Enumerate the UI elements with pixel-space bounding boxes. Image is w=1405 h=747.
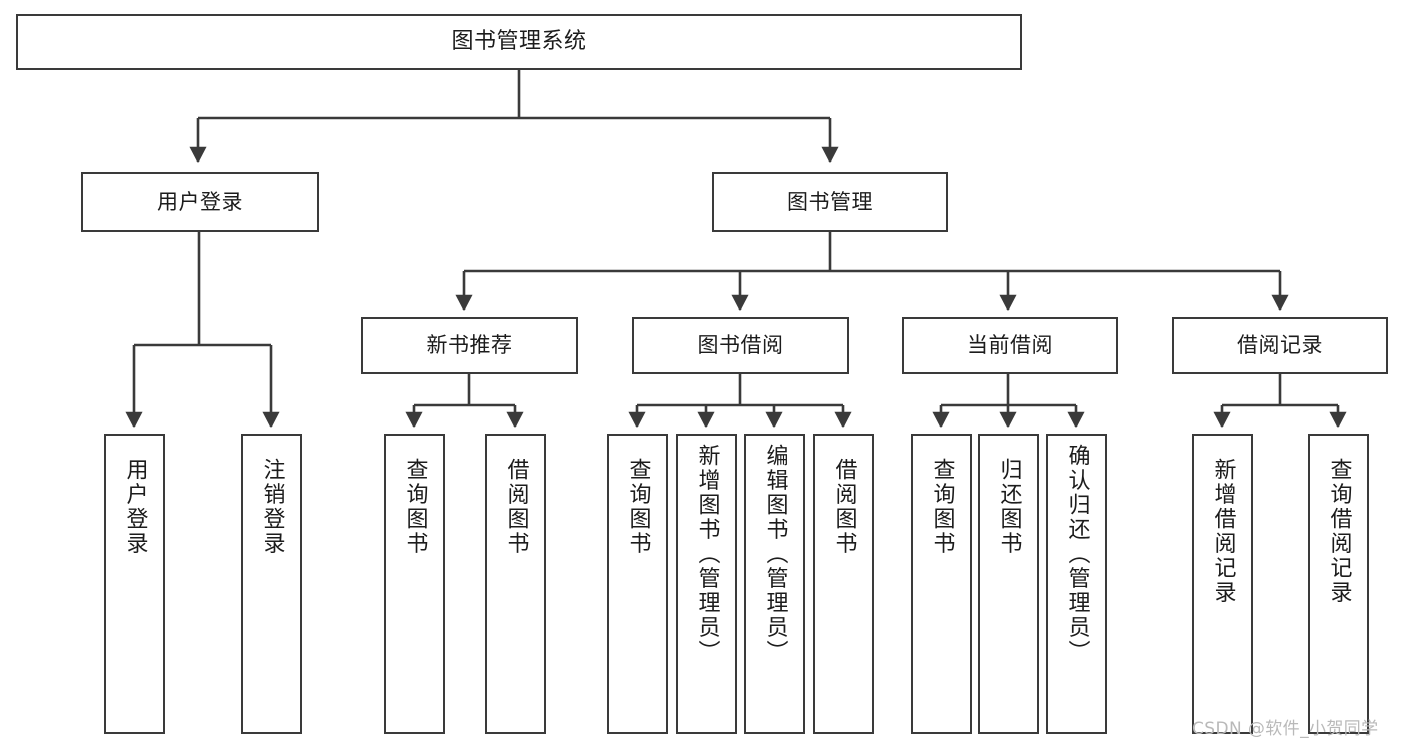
leaf-current-return-book[interactable]: 归还图书 — [978, 434, 1039, 734]
node-label: 查询图书 — [625, 458, 651, 556]
node-label: 查询图书 — [929, 458, 955, 556]
node-borrow-record[interactable]: 借阅记录 — [1172, 317, 1388, 374]
node-label: 新增图书（管理员） — [694, 444, 720, 665]
leaf-record-search-record[interactable]: 查询借阅记录 — [1308, 434, 1369, 734]
csdn-watermark: CSDN @软件_小贺同学 — [1192, 719, 1379, 739]
node-user-login-group[interactable]: 用户登录 — [81, 172, 319, 232]
node-label: 图书借阅 — [697, 333, 784, 358]
leaf-borrow-edit-book-admin[interactable]: 编辑图书（管理员） — [744, 434, 805, 734]
leaf-borrow-add-book-admin[interactable]: 新增图书（管理员） — [676, 434, 737, 734]
leaf-borrow-borrow-book[interactable]: 借阅图书 — [813, 434, 874, 734]
node-label: 新增借阅记录 — [1210, 458, 1236, 605]
node-book-management-group[interactable]: 图书管理 — [712, 172, 948, 232]
leaf-borrow-search-book[interactable]: 查询图书 — [607, 434, 668, 734]
leaf-current-confirm-return-admin[interactable]: 确认归还（管理员） — [1046, 434, 1107, 734]
node-label: 图书管理 — [787, 189, 873, 214]
node-current-borrow[interactable]: 当前借阅 — [902, 317, 1118, 374]
leaf-recommend-borrow-book[interactable]: 借阅图书 — [485, 434, 546, 734]
leaf-recommend-search-book[interactable]: 查询图书 — [384, 434, 445, 734]
node-label: 用户登录 — [122, 458, 148, 556]
node-label: 借阅记录 — [1237, 333, 1323, 358]
leaf-user-logout[interactable]: 注销登录 — [241, 434, 302, 734]
node-label: 图书管理系统 — [451, 29, 587, 55]
node-book-borrow[interactable]: 图书借阅 — [632, 317, 849, 374]
node-label: 新书推荐 — [426, 333, 513, 358]
node-label: 借阅图书 — [831, 458, 857, 556]
node-label: 注销登录 — [259, 458, 285, 556]
leaf-record-add-record[interactable]: 新增借阅记录 — [1192, 434, 1253, 734]
node-new-book-recommend[interactable]: 新书推荐 — [361, 317, 578, 374]
node-label: 编辑图书（管理员） — [762, 444, 788, 665]
leaf-current-search-book[interactable]: 查询图书 — [911, 434, 972, 734]
node-root-system[interactable]: 图书管理系统 — [16, 14, 1022, 70]
leaf-user-login[interactable]: 用户登录 — [104, 434, 165, 734]
node-label: 查询借阅记录 — [1326, 458, 1352, 605]
node-label: 确认归还（管理员） — [1064, 444, 1090, 665]
node-label: 查询图书 — [402, 458, 428, 556]
node-label: 借阅图书 — [503, 458, 529, 556]
node-label: 归还图书 — [996, 458, 1022, 556]
node-label: 当前借阅 — [967, 333, 1053, 358]
node-label: 用户登录 — [157, 189, 243, 214]
